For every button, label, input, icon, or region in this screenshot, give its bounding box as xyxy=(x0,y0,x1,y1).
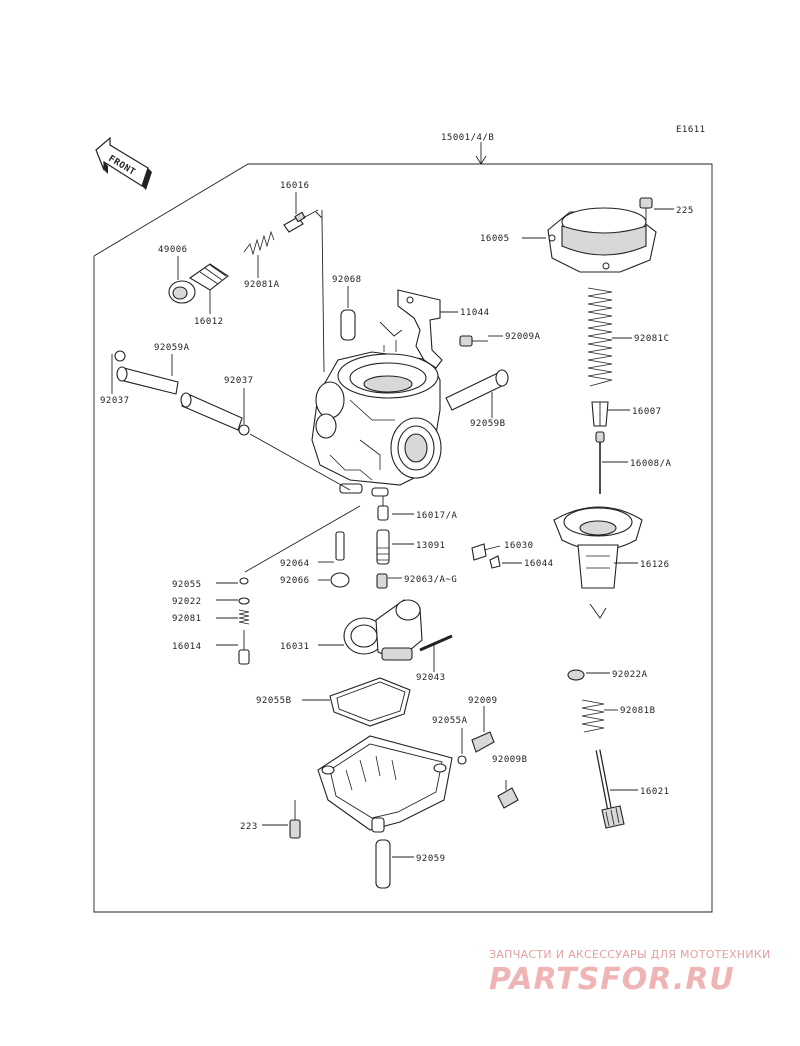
spring-92081 xyxy=(238,609,250,625)
label-92043: 92043 xyxy=(416,673,446,683)
label-16031: 16031 xyxy=(280,642,310,652)
top-cover-16005 xyxy=(547,207,657,273)
label-16008A: 16008/A xyxy=(630,459,672,469)
diaphragm-slide-16126 xyxy=(553,506,643,589)
label-225: 225 xyxy=(676,206,694,216)
bracket-11044 xyxy=(397,289,443,369)
label-16014: 16014 xyxy=(172,642,202,652)
label-92059B: 92059B xyxy=(470,419,506,429)
label-16012: 16012 xyxy=(194,317,224,327)
jet-92063 xyxy=(376,573,388,589)
label-11044: 11044 xyxy=(460,308,490,318)
label-92063: 92063/A~G xyxy=(404,575,457,585)
screw-16014 xyxy=(238,630,250,665)
label-223: 223 xyxy=(240,822,258,832)
label-92068: 92068 xyxy=(332,275,362,285)
label-92037-a: 92037 xyxy=(100,396,130,406)
assembly-frame xyxy=(93,142,713,913)
label-92009B: 92009B xyxy=(492,755,528,765)
carburetor-body xyxy=(311,340,442,497)
label-16021: 16021 xyxy=(640,787,670,797)
screw-223 xyxy=(289,800,301,839)
adjuster-16021 xyxy=(595,749,625,829)
label-92059: 92059 xyxy=(416,854,446,864)
clip-16044 xyxy=(489,555,501,569)
spring-92081A xyxy=(243,230,275,256)
jet-16017A xyxy=(377,496,389,521)
label-92059A: 92059A xyxy=(154,343,190,353)
label-49006: 49006 xyxy=(158,245,188,255)
spring-92081C xyxy=(587,287,613,387)
screw-92009B xyxy=(497,780,519,809)
pilot-screw-part xyxy=(283,209,319,233)
label-16007: 16007 xyxy=(632,407,662,417)
starter-plunger-16012 xyxy=(188,263,229,291)
needle-jet-13091 xyxy=(376,529,390,565)
screw-92009A xyxy=(459,335,488,347)
screw-92009 xyxy=(471,731,495,753)
screw-225 xyxy=(639,197,653,220)
label-13091: 13091 xyxy=(416,541,446,551)
oring-92055 xyxy=(239,577,249,585)
watermark-tagline: ЗАПЧАСТИ И АКСЕССУАРЫ ДЛЯ МОТОТЕХНИКИ xyxy=(489,948,771,961)
label-16126: 16126 xyxy=(640,560,670,570)
float-bowl xyxy=(317,735,453,833)
cap-49006 xyxy=(168,280,196,304)
clip-92037-a xyxy=(114,350,126,362)
spring-92081B xyxy=(581,699,605,733)
label-92009A: 92009A xyxy=(505,332,541,342)
label-92081: 92081 xyxy=(172,614,202,624)
label-92081B: 92081B xyxy=(620,706,656,716)
label-92009: 92009 xyxy=(468,696,498,706)
plug-92066 xyxy=(330,572,350,588)
hose-92059B xyxy=(445,369,509,411)
front-arrow-icon xyxy=(95,136,152,190)
jet-needle-16008A xyxy=(595,431,605,494)
float-16031 xyxy=(343,599,423,661)
watermark-logo: PARTSFOR.RU xyxy=(489,962,735,997)
oring-92055A xyxy=(457,755,467,765)
label-92064: 92064 xyxy=(280,559,310,569)
label-16044: 16044 xyxy=(524,559,554,569)
label-92022A: 92022A xyxy=(612,670,648,680)
assembly-label: 15001/4/B xyxy=(441,133,494,143)
gasket-92055B xyxy=(329,677,411,727)
label-16016: 16016 xyxy=(280,181,310,191)
label-92055B: 92055B xyxy=(256,696,292,706)
label-16030: 16030 xyxy=(504,541,534,551)
label-92066: 92066 xyxy=(280,576,310,586)
label-16017A: 16017/A xyxy=(416,511,458,521)
label-92081C: 92081C xyxy=(634,334,670,344)
needle-holder-16007 xyxy=(591,401,609,427)
label-92081A: 92081A xyxy=(244,280,280,290)
clip-92037-b xyxy=(238,424,250,436)
pin-92043 xyxy=(419,634,453,652)
float-pin-16030 xyxy=(471,543,501,561)
washer-92022A xyxy=(567,669,585,681)
washer-92022 xyxy=(238,597,250,605)
label-92055: 92055 xyxy=(172,580,202,590)
label-92055A: 92055A xyxy=(432,716,468,726)
label-16005: 16005 xyxy=(480,234,510,244)
hose-92059 xyxy=(375,839,391,889)
diagram-code: E1611 xyxy=(676,125,706,135)
label-92022: 92022 xyxy=(172,597,202,607)
jet-92064 xyxy=(335,531,345,561)
hose-92059A xyxy=(116,366,243,431)
cap-92068 xyxy=(340,309,356,341)
label-92037-b: 92037 xyxy=(224,376,254,386)
